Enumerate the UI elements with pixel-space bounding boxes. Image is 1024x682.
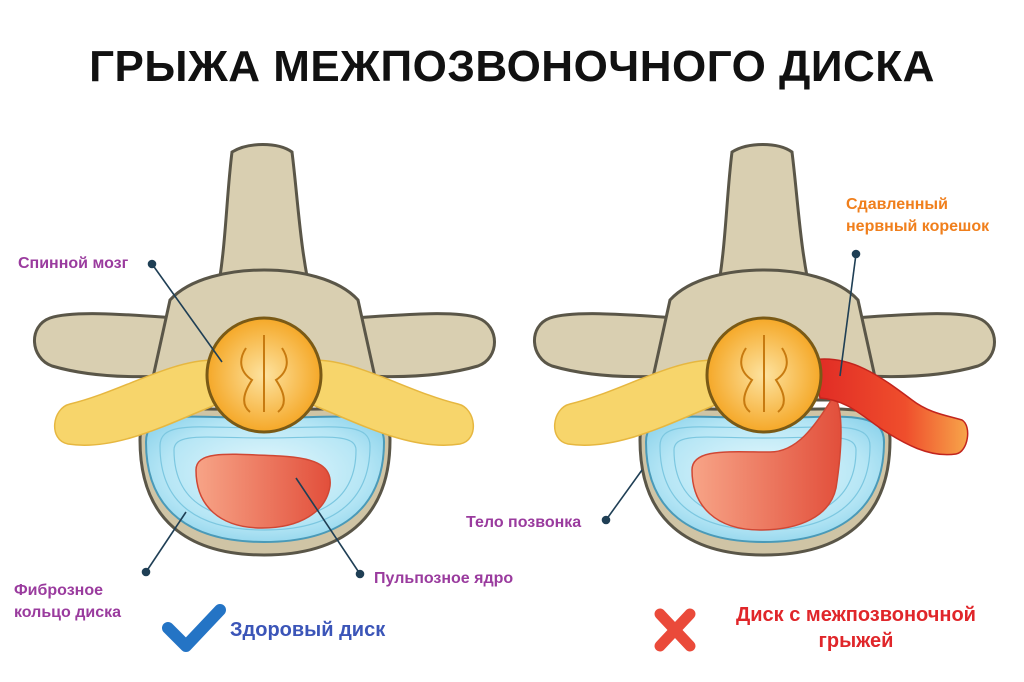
hernia-vertebra-group (533, 143, 996, 557)
leader-nucleus-dot (355, 569, 365, 579)
label-compressed-root-line2: нервный корешок (846, 218, 990, 235)
label-spinal-cord: Спинной мозг (18, 255, 129, 272)
leader-lines (141, 249, 861, 579)
verdict-hernia-line1: Диск с межпозвоночной (736, 604, 976, 626)
label-fibrous-ring-line2: кольцо диска (14, 604, 122, 621)
label-fibrous-ring-line1: Фиброзное (14, 582, 103, 599)
cross-icon (654, 608, 696, 652)
verdict-hernia: Диск с межпозвоночной грыжей (706, 602, 1006, 654)
leader-nucleus (295, 477, 361, 575)
right-herniated-nucleus (691, 394, 842, 531)
label-compressed-root: Сдавленный нервный корешок (846, 194, 989, 238)
left-nerve-root-left (53, 359, 219, 446)
label-compressed-root-line1: Сдавленный (846, 196, 948, 213)
leader-compressed-root-dot (851, 249, 861, 259)
leader-fibrous-ring (145, 511, 187, 573)
leader-vertebral-body (605, 469, 643, 521)
left-cord-butterfly (240, 335, 288, 413)
left-nerve-root-right (309, 359, 475, 446)
leader-vertebral-body-dot (601, 515, 611, 525)
leader-fibrous-ring-dot (141, 567, 151, 577)
left-nucleus (195, 453, 331, 529)
verdict-healthy: Здоровый диск (230, 619, 386, 641)
verdict-hernia-line2: грыжей (818, 630, 894, 652)
leader-spinal-cord (151, 263, 223, 363)
right-cord-butterfly (740, 335, 788, 413)
label-nucleus: Пульпозное ядро (374, 570, 514, 587)
right-spinous-process (714, 143, 814, 302)
label-fibrous-ring: Фиброзное кольцо диска (14, 580, 121, 624)
left-nerve-root-of-right (553, 359, 719, 446)
healthy-vertebra-group (33, 143, 496, 557)
checkmark-icon (162, 604, 226, 652)
left-spinous-process (214, 143, 314, 302)
compressed-nerve-root (811, 358, 969, 456)
leader-compressed-root (839, 253, 857, 377)
leader-spinal-cord-dot (147, 259, 157, 269)
label-vertebral-body: Тело позвонка (466, 514, 582, 531)
page-title: ГРЫЖА МЕЖПОЗВОНОЧНОГО ДИСКА (89, 42, 935, 91)
